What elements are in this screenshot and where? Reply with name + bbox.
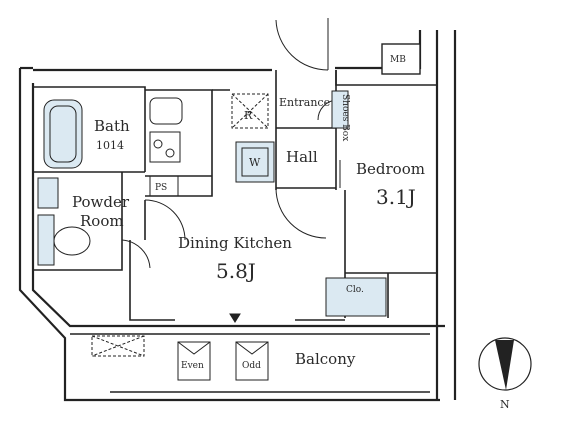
entrance-label: Entrance	[279, 96, 330, 109]
washer-label: W	[249, 156, 261, 169]
hall-label: Hall	[286, 148, 318, 166]
bath-label: Bath	[94, 117, 130, 135]
bath-size-label: 1014	[96, 139, 124, 152]
outer-walls	[18, 30, 457, 402]
door-swings	[121, 18, 341, 269]
fixtures	[37, 43, 421, 381]
powder-room-label-2: Room	[80, 212, 124, 230]
dining-kitchen-label: Dining Kitchen	[178, 234, 292, 252]
bedroom-size: 3.1J	[376, 185, 416, 209]
dining-kitchen-size: 5.8J	[216, 259, 256, 283]
even-label: Even	[181, 361, 204, 371]
closet-label: Clo.	[346, 285, 364, 295]
balcony-label: Balcony	[295, 350, 356, 368]
powder-room-label-1: Powder	[72, 193, 130, 211]
mb-label: MB	[390, 55, 406, 65]
shoes-box-label: Shoes Box	[340, 94, 350, 141]
fridge-label: R	[244, 109, 253, 122]
odd-label: Odd	[242, 361, 261, 371]
bedroom-label: Bedroom	[356, 160, 425, 178]
compass-north-label: N	[500, 398, 510, 411]
compass-icon: N	[478, 337, 532, 411]
ps-label: PS	[155, 183, 167, 193]
